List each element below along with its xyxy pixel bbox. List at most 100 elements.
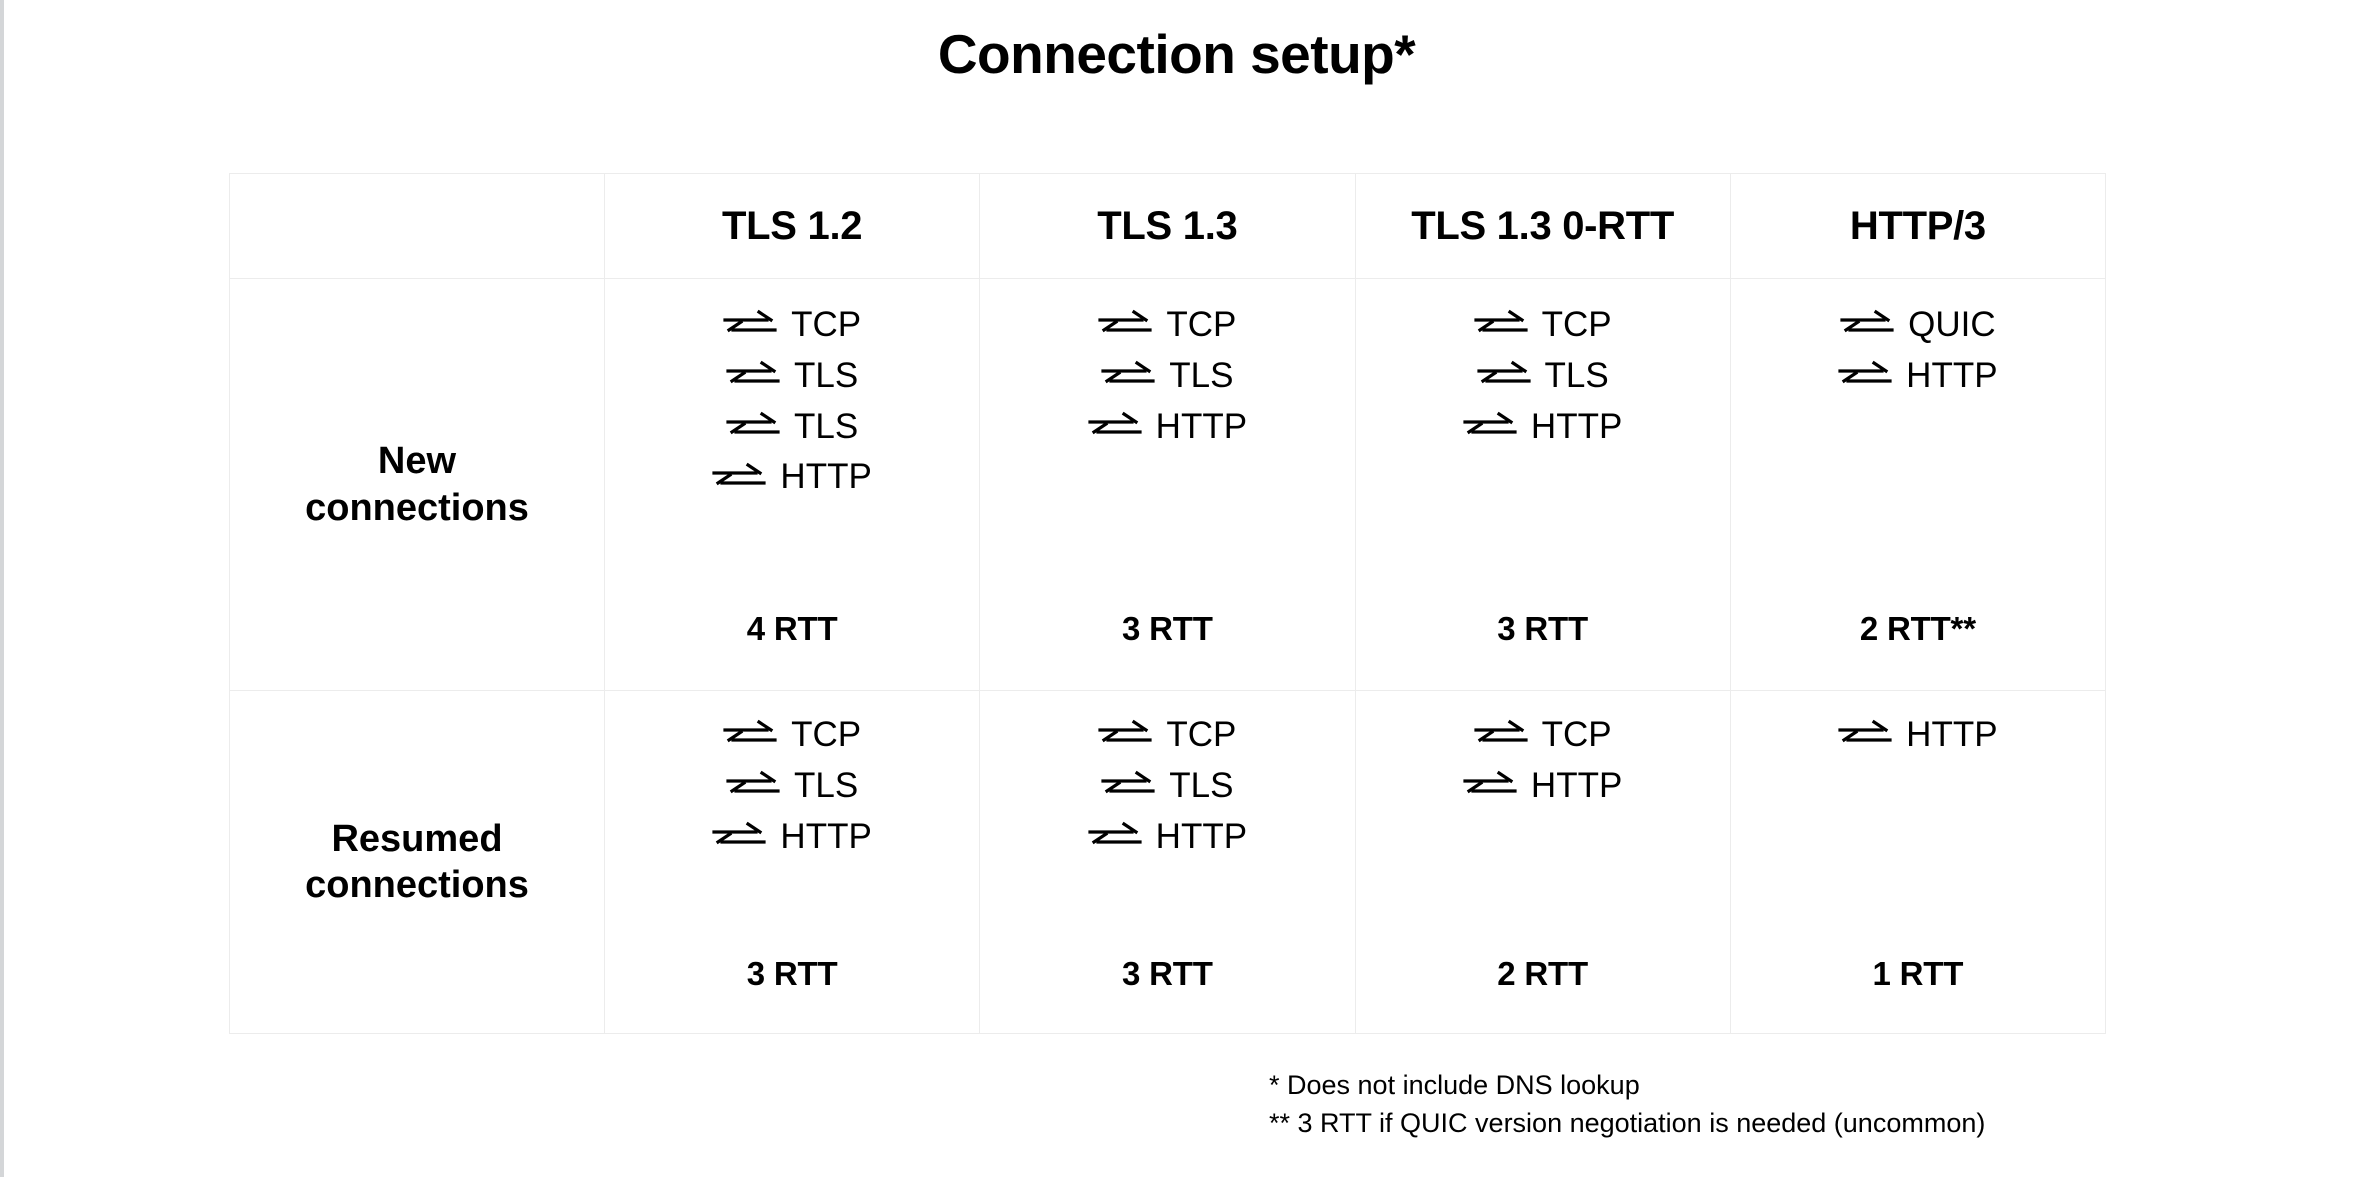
- step-item: TCP: [723, 303, 861, 348]
- rtt-total: 3 RTT: [1122, 610, 1213, 647]
- step-item: HTTP: [712, 815, 872, 860]
- cell-new-http3: QUIC HTTP 2 RTT**: [1729, 278, 2107, 691]
- step-list: TCP TLS HTTP: [1463, 303, 1622, 449]
- bidirectional-exchange-arrow-icon: [1840, 308, 1894, 342]
- rtt-total: 3 RTT: [1122, 955, 1213, 992]
- bidirectional-exchange-arrow-icon: [1101, 359, 1155, 393]
- cell-new-tls13: TCP TLS HTTP 3 RTT: [979, 278, 1356, 691]
- page-title: Connection setup*: [937, 23, 1416, 85]
- step-label: TCP: [791, 715, 862, 754]
- column-header-tls12: TLS 1.2: [603, 173, 981, 279]
- step-label: TCP: [1541, 715, 1612, 754]
- step-label: TLS: [794, 406, 859, 446]
- column-header-http3: HTTP/3: [1729, 173, 2107, 279]
- step-label: HTTP: [780, 816, 872, 856]
- table-header-row: TLS 1.2 TLS 1.3 TLS 1.3 0-RTT HTTP/3: [229, 173, 2107, 279]
- bidirectional-exchange-arrow-icon: [712, 820, 767, 854]
- rtt-total: 4 RTT: [746, 610, 838, 647]
- rtt-total: 1 RTT: [1872, 955, 1964, 992]
- cell-new-tls12: TCP TLS TLS: [603, 278, 981, 691]
- step-list: TCP TLS HTTP: [1088, 303, 1247, 449]
- cell-resumed-tls13-0rtt: TCP HTTP 2 RTT: [1354, 690, 1731, 1034]
- row-label-line-1: Resumed: [331, 817, 503, 860]
- column-header-tls13: TLS 1.3: [979, 173, 1356, 279]
- step-label: HTTP: [1155, 816, 1248, 856]
- step-label: TCP: [1541, 305, 1612, 344]
- bidirectional-exchange-arrow-icon: [1098, 308, 1152, 342]
- page-edge-line: [0, 0, 4, 1177]
- step-item: HTTP: [1838, 713, 1998, 758]
- footnotes: * Does not include DNS lookup ** 3 RTT i…: [1269, 1066, 1985, 1143]
- step-label: HTTP: [1155, 406, 1248, 446]
- step-label: TLS: [794, 355, 859, 395]
- step-label: TLS: [1169, 355, 1234, 395]
- step-item: TCP: [723, 713, 861, 758]
- row-label-line-1: New: [377, 440, 457, 483]
- bidirectional-exchange-arrow-icon: [723, 308, 777, 342]
- bidirectional-exchange-arrow-icon: [712, 461, 767, 495]
- bidirectional-exchange-arrow-icon: [1838, 359, 1892, 393]
- rtt-total: 2 RTT**: [1859, 610, 1976, 647]
- rtt-total: 3 RTT: [1497, 610, 1588, 647]
- step-item: TLS: [1476, 354, 1609, 399]
- cell-resumed-http3: HTTP 1 RTT: [1729, 690, 2107, 1034]
- step-item: TLS: [726, 764, 858, 809]
- bidirectional-exchange-arrow-icon: [726, 410, 780, 444]
- step-label: TLS: [1544, 355, 1609, 395]
- bidirectional-exchange-arrow-icon: [1838, 718, 1892, 752]
- step-list: TCP TLS HTTP: [712, 713, 872, 860]
- step-list: QUIC HTTP: [1838, 303, 1998, 399]
- bidirectional-exchange-arrow-icon: [1463, 769, 1517, 803]
- step-item: TLS: [1101, 354, 1233, 399]
- rtt-total: 2 RTT: [1497, 955, 1588, 992]
- step-item: TCP: [1474, 713, 1612, 758]
- step-item: TLS: [1101, 764, 1233, 809]
- column-header-tls13-0rtt: TLS 1.3 0-RTT: [1354, 173, 1731, 279]
- row-label-resumed-connections: Resumed connections: [229, 690, 605, 1034]
- bidirectional-exchange-arrow-icon: [726, 359, 780, 393]
- table-row-resumed-connections: Resumed connections TCP TLS: [229, 690, 2107, 1034]
- bidirectional-exchange-arrow-icon: [1476, 359, 1531, 393]
- step-item: TLS: [726, 354, 858, 399]
- bidirectional-exchange-arrow-icon: [723, 718, 777, 752]
- step-list: TCP TLS TLS: [712, 303, 872, 500]
- step-label: HTTP: [1906, 355, 1998, 395]
- table-row-new-connections: New connections TCP TLS: [229, 278, 2107, 691]
- bidirectional-exchange-arrow-icon: [1098, 718, 1152, 752]
- step-label: TCP: [791, 305, 862, 344]
- bidirectional-exchange-arrow-icon: [1474, 718, 1528, 752]
- bidirectional-exchange-arrow-icon: [1088, 820, 1142, 854]
- step-item: HTTP: [1838, 354, 1998, 399]
- step-item: TCP: [1098, 713, 1236, 758]
- step-label: HTTP: [1906, 715, 1998, 754]
- footnote-double-asterisk: ** 3 RTT if QUIC version negotiation is …: [1269, 1108, 1986, 1139]
- rtt-total: 3 RTT: [746, 955, 838, 992]
- bidirectional-exchange-arrow-icon: [1101, 769, 1155, 803]
- bidirectional-exchange-arrow-icon: [726, 769, 780, 803]
- step-item: TCP: [1474, 303, 1612, 348]
- footnote-single-asterisk: * Does not include DNS lookup: [1269, 1070, 1640, 1100]
- step-label: HTTP: [1530, 406, 1623, 446]
- row-label-line-2: connections: [305, 864, 529, 906]
- bidirectional-exchange-arrow-icon: [1088, 410, 1142, 444]
- step-list: TCP HTTP: [1463, 713, 1622, 809]
- step-label: HTTP: [1530, 765, 1623, 805]
- step-label: QUIC: [1908, 305, 1996, 344]
- table-corner-cell: [229, 173, 605, 279]
- step-item: TCP: [1098, 303, 1236, 348]
- step-label: TLS: [794, 765, 859, 805]
- step-list: HTTP: [1838, 713, 1998, 758]
- step-item: TLS: [726, 405, 858, 450]
- step-label: TCP: [1166, 305, 1237, 344]
- step-label: HTTP: [780, 457, 872, 497]
- step-item: QUIC: [1840, 303, 1996, 348]
- step-item: HTTP: [712, 455, 872, 500]
- step-item: HTTP: [1463, 405, 1622, 450]
- cell-new-tls13-0rtt: TCP TLS HTTP 3 RTT: [1354, 278, 1731, 691]
- bidirectional-exchange-arrow-icon: [1463, 410, 1517, 444]
- cell-resumed-tls13: TCP TLS HTTP 3 RTT: [979, 690, 1356, 1034]
- step-item: HTTP: [1088, 815, 1247, 860]
- step-list: TCP TLS HTTP: [1088, 713, 1247, 859]
- step-label: TLS: [1169, 765, 1234, 805]
